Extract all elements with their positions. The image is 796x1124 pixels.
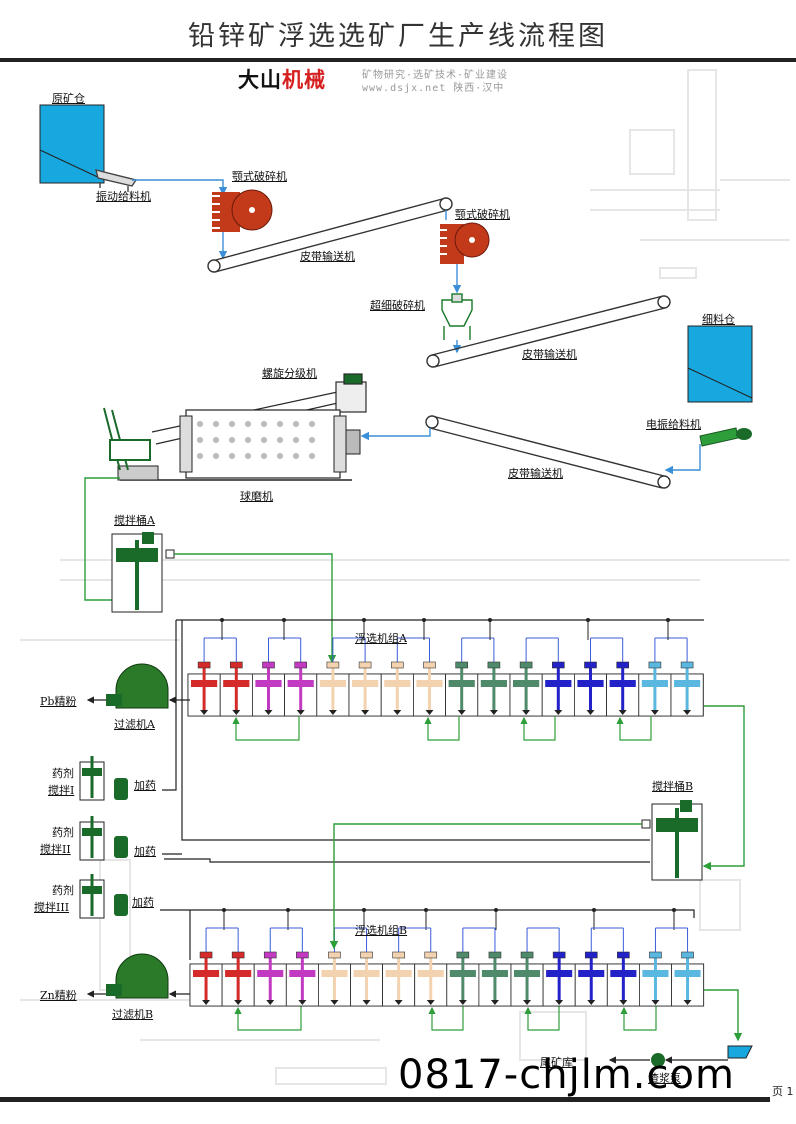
belt-conveyor-2-icon <box>426 295 671 368</box>
label-dosing-1: 加药 <box>134 779 156 792</box>
flotation-a-cell <box>412 638 446 717</box>
jaw-crusher-2-icon <box>440 222 490 264</box>
label-raw-bin: 原矿仓 <box>52 92 85 105</box>
flotation-a-cell <box>509 638 543 717</box>
label-spiral-classifier: 螺旋分级机 <box>262 367 317 380</box>
flotation-a-cell <box>477 638 511 717</box>
flotation-b-cell <box>253 928 287 1007</box>
label-reagent-2a: 药剂 <box>52 826 74 839</box>
label-belt-conveyor-1: 皮带输送机 <box>300 250 355 263</box>
header-rule <box>0 58 796 62</box>
reagent-tank-1-icon <box>79 756 128 801</box>
website-watermark: 0817-chjlm.com <box>398 1052 735 1098</box>
filter-b-icon <box>106 953 169 999</box>
flotation-a-cell <box>541 638 575 717</box>
jaw-crusher-1-icon <box>212 189 273 232</box>
classifier-outlet-icon <box>103 407 151 471</box>
footer-rule <box>0 1097 770 1102</box>
flotation-b-cell <box>317 928 351 1007</box>
label-reagent-1b: 搅拌I <box>48 784 75 797</box>
flotation-bank-b <box>189 927 705 1007</box>
slurry-pump-icon <box>651 1053 665 1067</box>
label-reagent-3b: 搅拌III <box>34 901 70 914</box>
flotation-b-cell <box>542 928 576 1007</box>
label-reagent-3a: 药剂 <box>52 884 74 897</box>
flotation-b-cell <box>478 928 512 1007</box>
filter-a-icon <box>106 663 169 709</box>
label-tailings: 尾矿库 <box>540 1056 573 1069</box>
flotation-b-cell <box>350 928 383 1007</box>
flotation-b-cell <box>285 928 319 1007</box>
brand-name-part2: 机械 <box>282 68 326 92</box>
page-number: 页 1 <box>772 1085 794 1098</box>
flotation-a-cell <box>284 638 318 717</box>
ball-mill-icon <box>117 409 361 481</box>
flotation-a-cell <box>670 638 704 717</box>
flotation-b-cell <box>189 928 223 1007</box>
flotation-b-cell <box>574 928 608 1007</box>
flotation-a-cell <box>251 638 285 717</box>
flotation-a-cell <box>316 638 350 717</box>
flotation-a-cell <box>380 638 414 717</box>
vibrating-feeder-icon <box>95 169 138 192</box>
flotation-b-cell <box>221 928 255 1007</box>
label-filter-b: 过滤机B <box>112 1008 154 1021</box>
label-vibrating-feeder: 振动给料机 <box>96 190 151 203</box>
raw-ore-bin <box>39 104 105 184</box>
label-pb-concentrate: Pb精粉 <box>40 695 77 708</box>
label-flotation-b: 浮选机组B <box>355 924 408 937</box>
flotation-a-cell <box>445 638 479 717</box>
label-agitator-b: 搅拌桶B <box>652 780 694 793</box>
label-belt-conveyor-3: 皮带输送机 <box>508 467 563 480</box>
electric-feeder-icon <box>699 427 752 447</box>
label-reagent-1a: 药剂 <box>52 767 74 780</box>
label-jaw-crusher-2: 颚式破碎机 <box>455 208 510 221</box>
flotation-b-cell <box>382 928 416 1007</box>
reagent-tank-3-icon <box>79 874 128 919</box>
flotation-b-cell <box>671 928 704 1007</box>
label-jaw-crusher-1: 颚式破碎机 <box>232 170 287 183</box>
brand-url: www.dsjx.net 陕西·汉中 <box>362 83 505 94</box>
flotation-b-cell <box>446 928 480 1007</box>
belt-conveyor-1-icon <box>207 197 453 273</box>
label-dosing-2: 加药 <box>134 845 156 858</box>
label-flotation-a: 浮选机组A <box>355 632 407 645</box>
flotation-a-cell <box>219 638 253 717</box>
reagent-tank-2-icon <box>79 816 128 861</box>
flotation-a-cell <box>606 638 640 717</box>
label-electric-feeder: 电振给料机 <box>646 418 701 431</box>
flotation-b-cell <box>606 928 640 1007</box>
sump-icon <box>727 1045 753 1059</box>
flotation-bank-a <box>187 618 704 1031</box>
belt-conveyor-3-icon <box>425 415 671 489</box>
fine-ore-bin <box>687 325 753 403</box>
label-fine-bin: 细料仓 <box>702 313 735 326</box>
brand-logo: 大山机械 <box>238 64 326 94</box>
flotation-b-cell <box>639 928 672 1007</box>
flotation-b-cell <box>414 928 448 1007</box>
label-reagent-2b: 搅拌II <box>40 843 71 856</box>
label-dosing-3: 加药 <box>132 896 154 909</box>
label-filter-a: 过滤机A <box>114 718 155 731</box>
flotation-b-cell <box>510 928 544 1007</box>
agitator-a-icon <box>111 532 175 613</box>
label-ball-mill: 球磨机 <box>240 490 273 503</box>
flotation-a-cell <box>638 638 672 717</box>
label-belt-conveyor-2: 皮带输送机 <box>522 348 577 361</box>
label-zn-concentrate: Zn精粉 <box>40 989 77 1002</box>
flotation-a-cell <box>348 638 382 717</box>
label-slurry-pump: 渣浆泵 <box>648 1072 681 1085</box>
label-agitator-a: 搅拌桶A <box>114 514 155 527</box>
flotation-a-cell <box>187 638 221 717</box>
page-title: 铅锌矿浮选选矿厂生产线流程图 <box>188 21 608 52</box>
label-ultrafine-crusher: 超细破碎机 <box>370 299 425 312</box>
flotation-a-cell <box>574 638 608 717</box>
brand-name-part1: 大山 <box>238 68 282 92</box>
brand-tagline: 矿物研究·选矿技术·矿业建设 <box>362 70 509 81</box>
ultrafine-crusher-icon <box>441 293 473 340</box>
agitator-b-icon <box>641 800 703 881</box>
